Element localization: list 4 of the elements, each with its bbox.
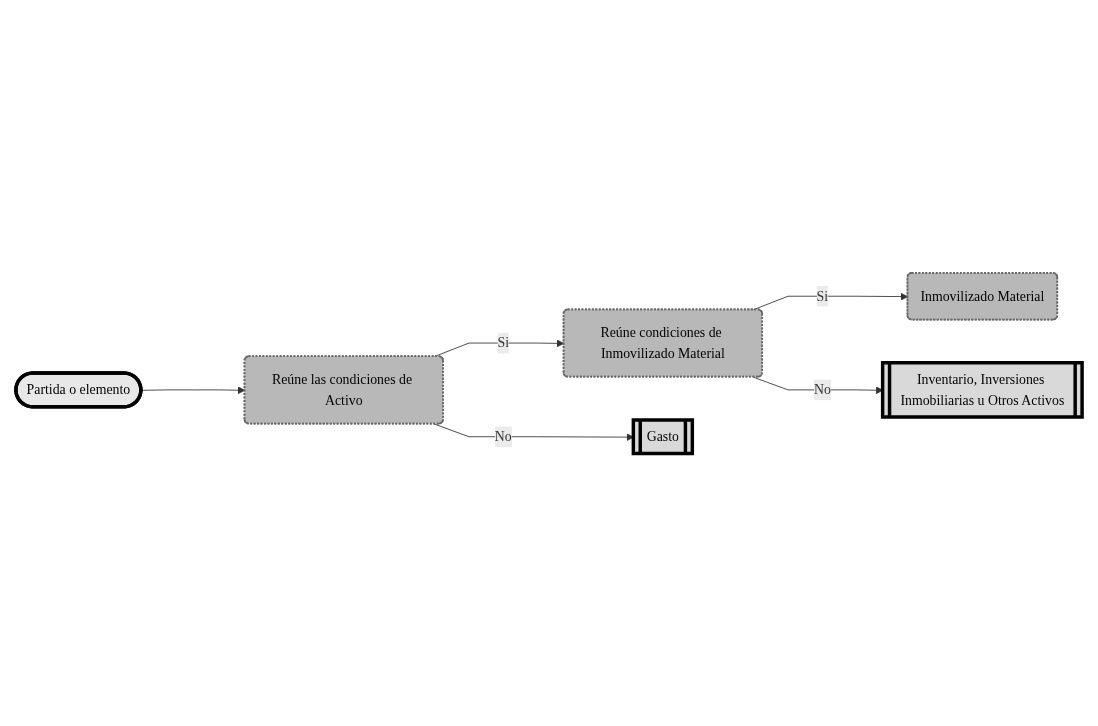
- edge-label: No: [494, 428, 512, 444]
- edge-label: Si: [816, 288, 829, 303]
- edge-label: No: [813, 381, 831, 397]
- edge-label: Si: [497, 335, 510, 350]
